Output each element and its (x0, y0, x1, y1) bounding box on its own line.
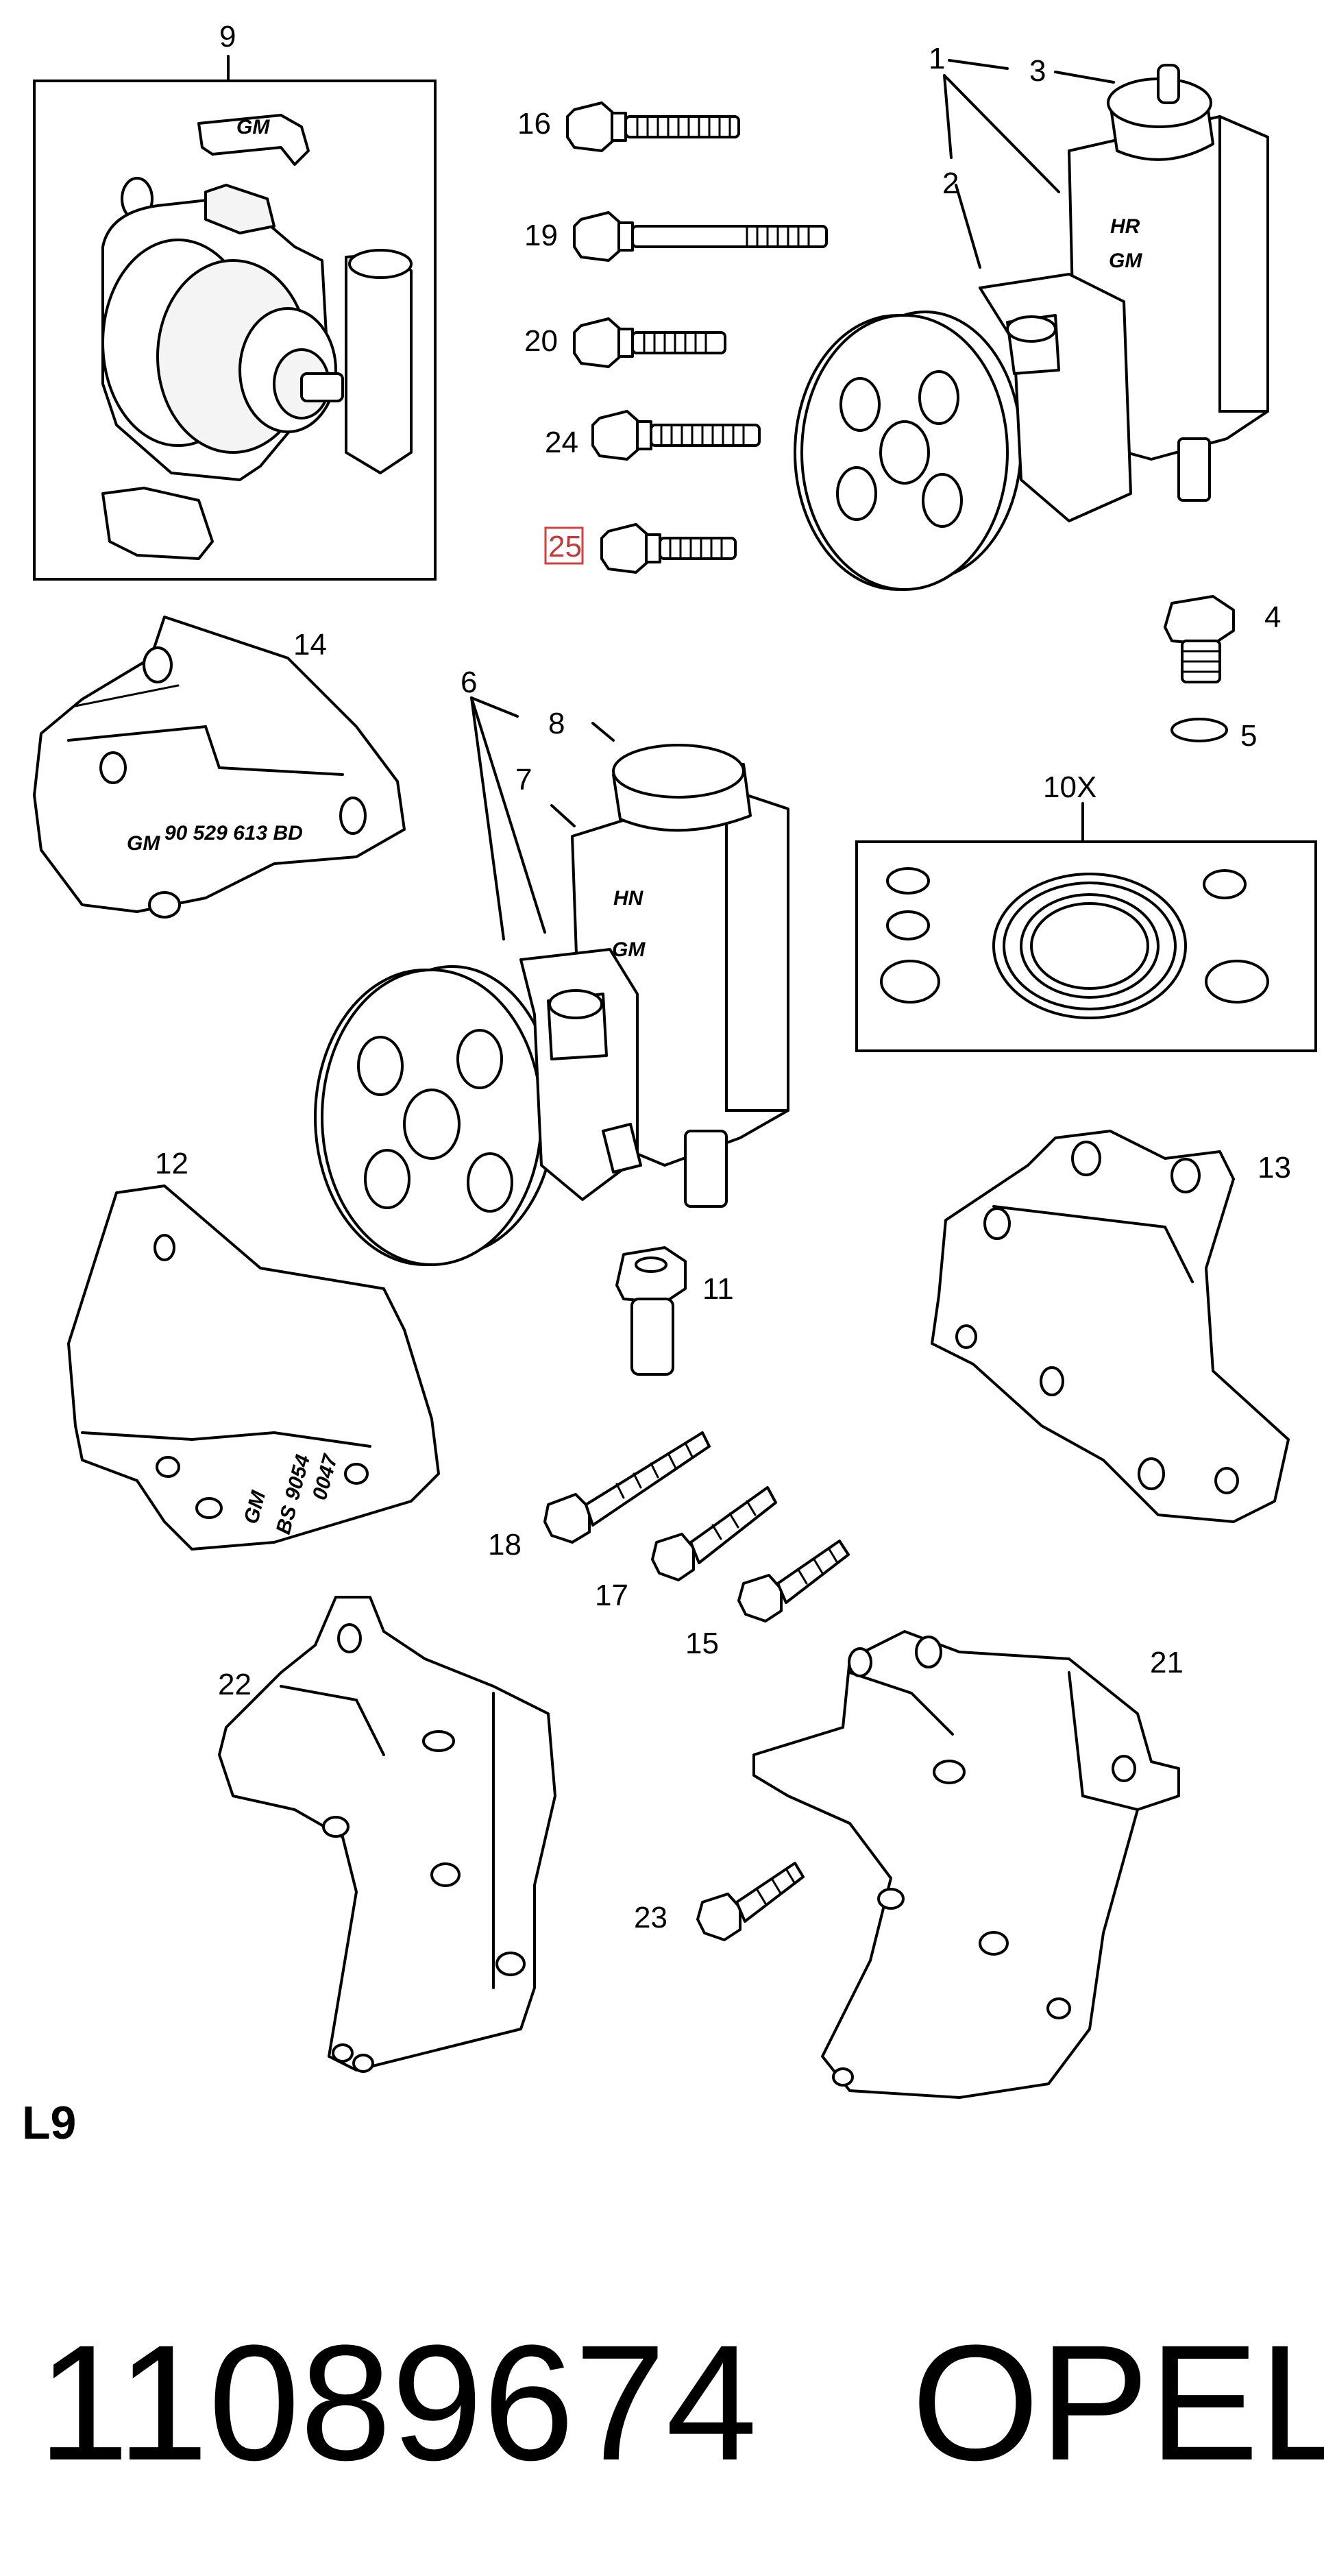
callout-2[interactable]: 2 (942, 167, 959, 200)
callout-24[interactable]: 24 (545, 426, 578, 459)
callout-14[interactable]: 14 (293, 628, 327, 661)
callout-17[interactable]: 17 (595, 1579, 628, 1612)
bracket14-logo: GM (127, 832, 160, 855)
callout-6[interactable]: 6 (461, 666, 477, 699)
callout-20[interactable]: 20 (524, 324, 558, 358)
part-10x-seal-kit (855, 802, 1317, 1052)
callout-1[interactable]: 1 (929, 42, 945, 75)
part-5-seal-ring (1170, 718, 1228, 742)
callout-21[interactable]: 21 (1150, 1646, 1184, 1679)
bolt-20 (573, 317, 726, 368)
callout-7[interactable]: 7 (515, 763, 532, 797)
bolt-19 (573, 211, 828, 262)
bracket-14: GM 90 529 613 BD (33, 616, 406, 919)
callout-23[interactable]: 23 (634, 1901, 667, 1934)
pump-assembly-6: HN GM (314, 696, 789, 1266)
bolt-16 (566, 101, 740, 152)
part-11-fitting (615, 1246, 687, 1376)
callout-12[interactable]: 12 (155, 1147, 188, 1180)
callout-9[interactable]: 9 (219, 20, 236, 53)
bolt-24 (591, 410, 761, 461)
part-number-text: 11089674 (38, 2311, 757, 2494)
bolt-25 (600, 523, 737, 574)
callout-16[interactable]: 16 (517, 107, 551, 141)
callout-22[interactable]: 22 (218, 1668, 252, 1701)
callout-18[interactable]: 18 (488, 1528, 522, 1562)
callout-3[interactable]: 3 (1029, 54, 1046, 88)
reservoir-top-marking-2: GM (1109, 250, 1142, 272)
part-4-fitting (1164, 595, 1235, 683)
callout-labels: 9 1 3 2 16 19 20 24 25 4 5 14 6 8 7 10X … (155, 20, 1291, 1934)
reservoir-top-marking-1: HR (1110, 215, 1140, 238)
pump-assembly-1: HR GM (794, 59, 1269, 591)
callout-5[interactable]: 5 (1240, 719, 1257, 753)
callout-11[interactable]: 11 (702, 1272, 734, 1306)
callout-15[interactable]: 15 (685, 1627, 719, 1660)
callout-8[interactable]: 8 (548, 707, 565, 740)
part-9-detail-box: GM (33, 55, 437, 581)
bolt-23 (696, 1862, 805, 1941)
bracket-21 (752, 1630, 1180, 2099)
bracket-22 (218, 1596, 556, 2073)
callout-13[interactable]: 13 (1258, 1151, 1291, 1184)
brand-text: OPEL (911, 2311, 1324, 2494)
reservoir-mid-marking-1: HN (613, 887, 644, 910)
bracket-13 (931, 1130, 1290, 1523)
bracket14-number: 90 529 613 BD (164, 822, 303, 845)
pump9-logo-text: GM (236, 116, 270, 138)
callout-25-highlight-frame (544, 526, 584, 565)
callout-25[interactable]: 25 (548, 530, 582, 563)
sheet-label: L9 (22, 2097, 76, 2149)
bolt-15 (737, 1540, 850, 1623)
callout-10x[interactable]: 10X (1043, 770, 1096, 804)
callout-4[interactable]: 4 (1264, 600, 1281, 634)
bracket-12: GM 9054 BS 0047 (67, 1184, 440, 1551)
bolt-17 (651, 1486, 777, 1581)
reservoir-mid-marking-2: GM (612, 938, 646, 961)
bolt-18 (543, 1431, 711, 1544)
callout-19[interactable]: 19 (524, 219, 558, 252)
